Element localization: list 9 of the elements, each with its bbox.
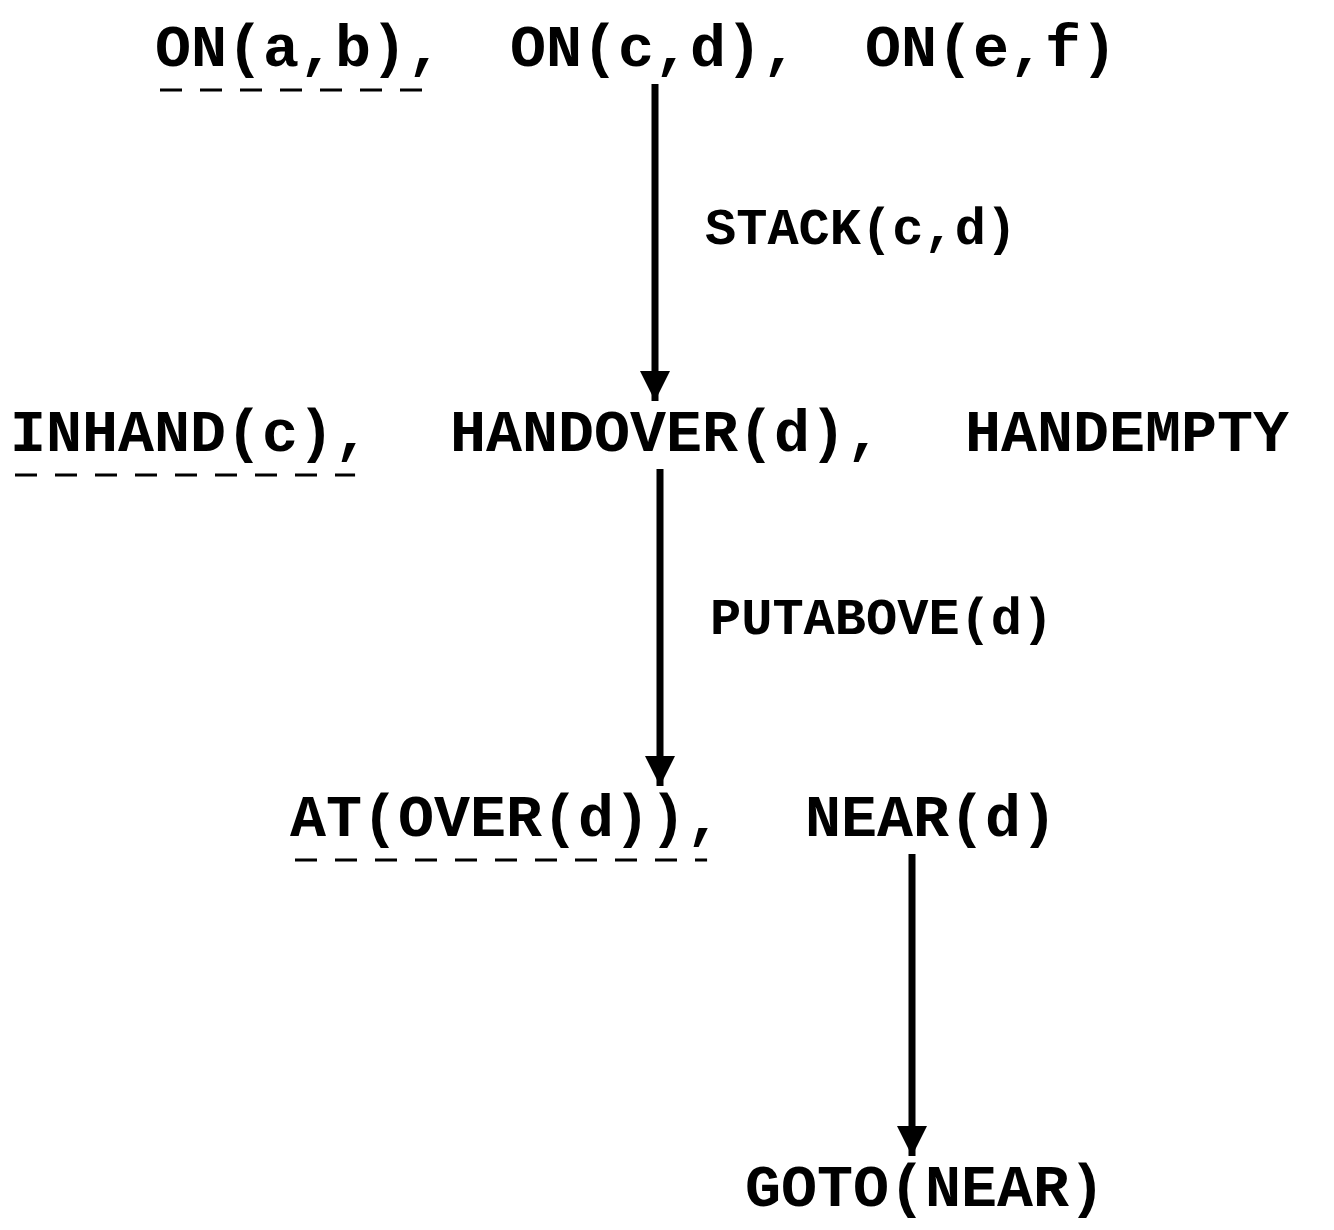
term-text: ON(a,b), xyxy=(155,20,444,80)
term-text: AT(OVER(d)), xyxy=(290,790,723,850)
term-text: HANDOVER(d), xyxy=(450,405,883,465)
term-text: INHAND(c), xyxy=(10,405,371,465)
term-text: ON(c,d), xyxy=(510,20,799,80)
term-text: NEAR(d) xyxy=(805,790,1058,850)
term-text: HANDEMPTY xyxy=(965,405,1290,465)
term-text: ON(e,f) xyxy=(865,20,1118,80)
term-text: GOTO(NEAR) xyxy=(745,1160,1106,1220)
